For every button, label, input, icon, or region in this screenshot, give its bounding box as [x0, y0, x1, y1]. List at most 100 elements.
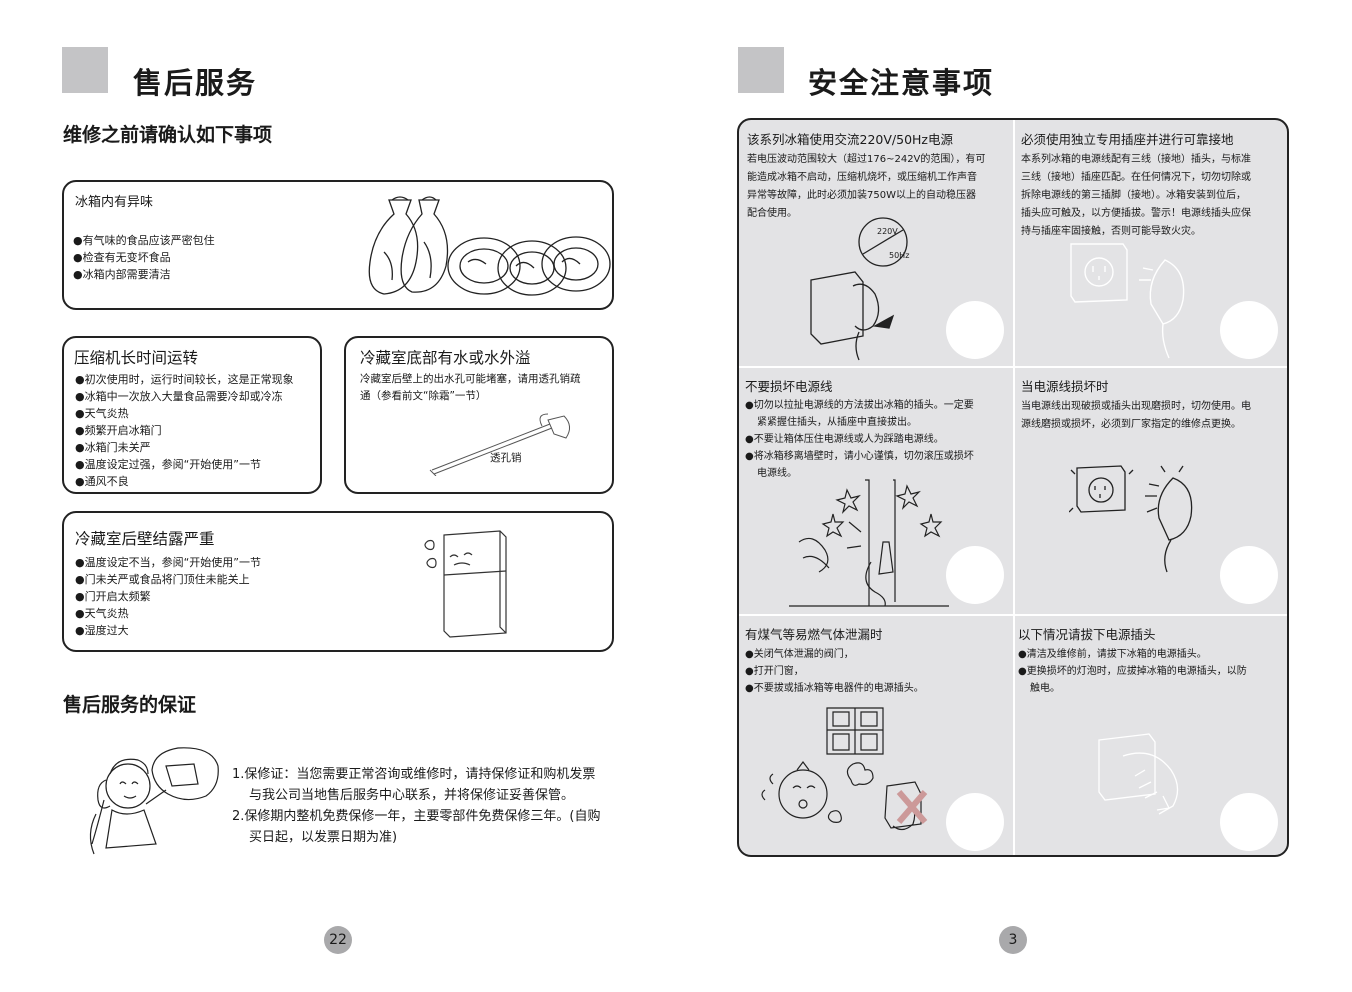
warranty-terms: 1.保修证：当您需要正常咨询或维修时，请持保修证和购机发票 与我公司当地售后服务… [232, 764, 600, 848]
notice-title-unplug: 以下情况请拔下电源插头 [1018, 627, 1156, 642]
text-line: 源线磨损或损坏，必须到厂家指定的维修点更换。 [1021, 419, 1241, 430]
list-item: 关闭气体泄漏的阀门， [745, 646, 924, 663]
prohibition-badge [946, 793, 1004, 851]
grid-divider-vertical [1013, 120, 1015, 855]
list-item: 冰箱中一次放入大量食品需要冷却或冷冻 [75, 388, 294, 405]
warranty-line: 买日起，以发票日期为准) [249, 830, 398, 845]
tool-label: 透孔销 [490, 452, 522, 464]
water-instruction: 冷藏室后壁上的出水孔可能堵塞，请用透孔销疏 通（参看前文“除霜”一节） [360, 371, 581, 405]
notice-list-gas-leak: 关闭气体泄漏的阀门， 打开门窗， 不要拔或插冰箱等电器件的电源插头。 [745, 646, 924, 697]
list-item: 通风不良 [75, 473, 294, 490]
list-item: 天气炎热 [75, 605, 261, 622]
grid-divider-horizontal [739, 614, 1287, 616]
header-marker-square [62, 47, 108, 93]
odor-checklist: 有气味的食品应该严密包住 检查有无变坏食品 冰箱内部需要清洁 [73, 232, 215, 283]
condensation-checklist: 温度设定不当，参阅“开始使用”一节 门未关严或食品将门顶住未能关上 门开启太频繁… [75, 554, 261, 639]
text-line: 触电。 [1030, 683, 1060, 694]
page-number-right: 3 [999, 926, 1027, 954]
box-title: 压缩机长时间运转 [74, 349, 199, 367]
prohibition-badge [946, 301, 1004, 359]
compressor-checklist: 初次使用时，运行时间较长，这是正常现象 冰箱中一次放入大量食品需要冷却或冷冻 天… [75, 371, 294, 490]
list-item: 温度设定过强，参阅“开始使用”一节 [75, 456, 294, 473]
section-heading-check-before-repair: 维修之前请确认如下事项 [63, 124, 273, 146]
box-compressor-long-run: 压缩机长时间运转 初次使用时，运行时间较长，这是正常现象 冰箱中一次放入大量食品… [62, 336, 322, 494]
text-line: 若电压波动范围较大（超过176~242V的范围），有可 [747, 154, 986, 165]
list-item: 清洁及维修前，请拔下冰箱的电源插头。 [1018, 646, 1247, 663]
text-line: 将冰箱移离墙壁时，请小心谨慎，切勿滚压或损坏 [753, 451, 974, 462]
list-item: 门未关严或食品将门顶住未能关上 [75, 571, 261, 588]
notice-text-grounding: 本系列冰箱的电源线配有三线（接地）插头，与标准 三线（接地）插座匹配。在任何情况… [1021, 151, 1251, 241]
drain-tool-illustration [429, 413, 570, 476]
text-line: 切勿以拉扯电源线的方法拔出冰箱的插头。一定要 [753, 400, 974, 411]
prohibition-badge [1220, 301, 1278, 359]
damaged-plug-illustration [1069, 465, 1193, 573]
box-fridge-odor: 冰箱内有异味 有气味的食品应该严密包住 检查有无变坏食品 冰箱内部需要清洁 [62, 180, 614, 310]
text-line: 不要让箱体压住电源线或人为踩踏电源线。 [753, 434, 944, 445]
text-line: 紧紧握住插头，从插座中直接拔出。 [757, 417, 917, 428]
list-item: 不要拔或插冰箱等电器件的电源插头。 [745, 680, 924, 697]
notice-text-voltage: 若电压波动范围较大（超过176~242V的范围），有可 能造成冰箱不启动，压缩机… [747, 151, 985, 223]
box-title: 冷藏室底部有水或水外溢 [360, 349, 531, 367]
notice-title-voltage: 该系列冰箱使用交流220V/50Hz电源 [747, 132, 953, 147]
list-item: 检查有无变坏食品 [73, 249, 215, 266]
page-title-safety: 安全注意事项 [808, 66, 995, 100]
list-item: 冰箱门未关严 [75, 439, 294, 456]
text-line: 持与插座牢固接触，否则可能导致火灾。 [1021, 226, 1201, 237]
page-number-left: 22 [324, 926, 352, 954]
list-item: 频繁开启冰箱门 [75, 422, 294, 439]
prohibition-badge [1220, 793, 1278, 851]
text-line: 能造成冰箱不启动，压缩机烧坏，或压缩机工作声音 [747, 172, 977, 183]
list-item: 打开门窗， [745, 663, 924, 680]
box-condensation: 冷藏室后壁结露严重 温度设定不当，参阅“开始使用”一节 门未关严或食品将门顶住未… [62, 511, 614, 652]
section-heading-warranty: 售后服务的保证 [63, 694, 197, 716]
box-title: 冰箱内有异味 [75, 195, 154, 210]
sweating-fridge-illustration [424, 530, 507, 638]
list-item: 湿度过大 [75, 622, 261, 639]
box-title: 冷藏室后壁结露严重 [75, 530, 215, 548]
notice-list-unplug: 清洁及维修前，请拔下冰箱的电源插头。 更换损坏的灯泡时，应拔掉冰箱的电源插头，以… [1018, 646, 1247, 697]
page-title-after-sales: 售后服务 [133, 66, 258, 100]
text-line: 通（参看前文“除霜”一节） [360, 390, 487, 402]
text-line: 三线（接地）插座匹配。在任何情况下，切勿切除或 [1021, 172, 1251, 183]
label-frequency: 50Hz [889, 251, 910, 260]
warranty-line: 与我公司当地售后服务中心联系，并将保修证妥善保管。 [249, 788, 575, 803]
text-line: 拆除电源线的第三插脚（接地）。冰箱安装到位后， [1021, 190, 1246, 201]
warranty-line: 1.保修证：当您需要正常咨询或维修时，请持保修证和购机发票 [232, 767, 596, 782]
list-item: 天气炎热 [75, 405, 294, 422]
phone-service-man-illustration [89, 747, 219, 855]
safety-notice-grid: 该系列冰箱使用交流220V/50Hz电源 若电压波动范围较大（超过176~242… [737, 118, 1289, 857]
text-line: 当电源线出现破损或插头出现磨损时，切勿使用。电 [1021, 401, 1251, 412]
header-marker-square [738, 47, 784, 93]
list-item: 冰箱内部需要清洁 [73, 266, 215, 283]
label-voltage: 220V [877, 227, 898, 236]
wet-hand-plug-illustration [1098, 733, 1179, 815]
cord-crushed-illustration [789, 479, 949, 607]
notice-title-grounding: 必须使用独立专用插座并进行可靠接地 [1021, 132, 1234, 147]
grounded-outlet-illustration [1070, 243, 1185, 359]
prohibition-badge [946, 546, 1004, 604]
notice-text-cord-damaged: 当电源线出现破损或插头出现磨损时，切勿使用。电 源线磨损或损坏，必须到厂家指定的… [1021, 398, 1251, 434]
gas-leak-illustration [761, 707, 928, 831]
list-item: 有气味的食品应该严密包住 [73, 232, 215, 249]
text-line: 清洁及维修前，请拔下冰箱的电源插头。 [1026, 649, 1207, 660]
text-line: 更换损坏的灯泡时，应拔掉冰箱的电源插头，以防 [1026, 666, 1247, 677]
list-item: 初次使用时，运行时间较长，这是正常现象 [75, 371, 294, 388]
text-line: 插头应可触及，以方便插拔。警示！电源线插头应保 [1021, 208, 1251, 219]
list-item: 门开启太频繁 [75, 588, 261, 605]
text-line: 电源线。 [757, 468, 797, 479]
text-line: 本系列冰箱的电源线配有三线（接地）插头，与标准 [1021, 154, 1251, 165]
text-line: 异常等故障，此时必须加装750W以上的自动稳压器 [747, 190, 976, 201]
warranty-line: 2.保修期内整机免费保修一年，主要零部件免费保修三年。(自购 [232, 809, 601, 824]
notice-title-no-cord-damage: 不要损坏电源线 [745, 379, 833, 394]
notice-title-gas-leak: 有煤气等易燃气体泄漏时 [745, 627, 883, 642]
notice-title-cord-damaged: 当电源线损坏时 [1021, 379, 1109, 394]
prohibition-badge [1220, 546, 1278, 604]
box-water-overflow: 冷藏室底部有水或水外溢 冷藏室后壁上的出水孔可能堵塞，请用透孔销疏 通（参看前文… [344, 336, 614, 494]
list-item: 不要让箱体压住电源线或人为踩踏电源线。 [745, 431, 974, 448]
plug-socket-illustration [810, 217, 908, 361]
text-line: 配合使用。 [747, 208, 797, 219]
